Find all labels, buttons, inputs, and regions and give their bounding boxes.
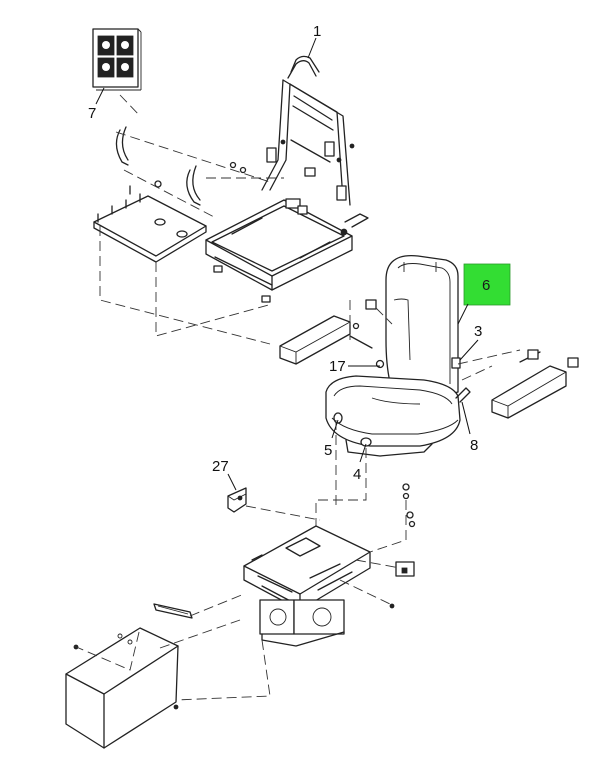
callout-label-3: 3 <box>474 323 482 340</box>
callout-8: 8 <box>461 401 478 454</box>
alignment-lines-lower <box>73 500 407 701</box>
callout-7: 7 <box>88 87 105 122</box>
storage-box-part <box>65 627 179 749</box>
callout-label-27: 27 <box>212 458 229 475</box>
callout-5: 5 <box>324 419 339 459</box>
left-armrest-part <box>279 299 377 365</box>
mounting-straps <box>115 126 247 206</box>
callout-label-17: 17 <box>329 358 346 375</box>
hardware-bolts <box>73 483 416 710</box>
callout-label-5: 5 <box>324 442 332 459</box>
callout-4: 4 <box>353 443 367 483</box>
callout-label-8: 8 <box>470 437 478 454</box>
wear-strip-part <box>153 603 193 619</box>
seat-cushion-assembly-part <box>325 254 471 457</box>
callout-label-4: 4 <box>353 466 361 483</box>
mounting-bracket-part <box>227 487 247 513</box>
callout-17: 17 <box>329 358 380 375</box>
decal-label-part <box>92 28 142 91</box>
callout-label-7: 7 <box>88 105 96 122</box>
callout-label-6: 6 <box>482 277 490 294</box>
seat-base-plate <box>93 185 207 263</box>
alignment-lines-mid <box>315 300 521 536</box>
callout-label-1: 1 <box>313 23 321 40</box>
callout-27: 27 <box>212 458 237 491</box>
seat-frame-part <box>205 55 369 303</box>
highlight-box <box>463 263 511 306</box>
right-armrest-part <box>491 349 579 419</box>
alignment-lines-upper <box>99 94 284 345</box>
callout-3: 3 <box>459 323 482 361</box>
suspension-base-part <box>243 525 371 647</box>
callout-1: 1 <box>307 23 321 59</box>
callout-6-highlighted: 6 <box>457 263 511 325</box>
